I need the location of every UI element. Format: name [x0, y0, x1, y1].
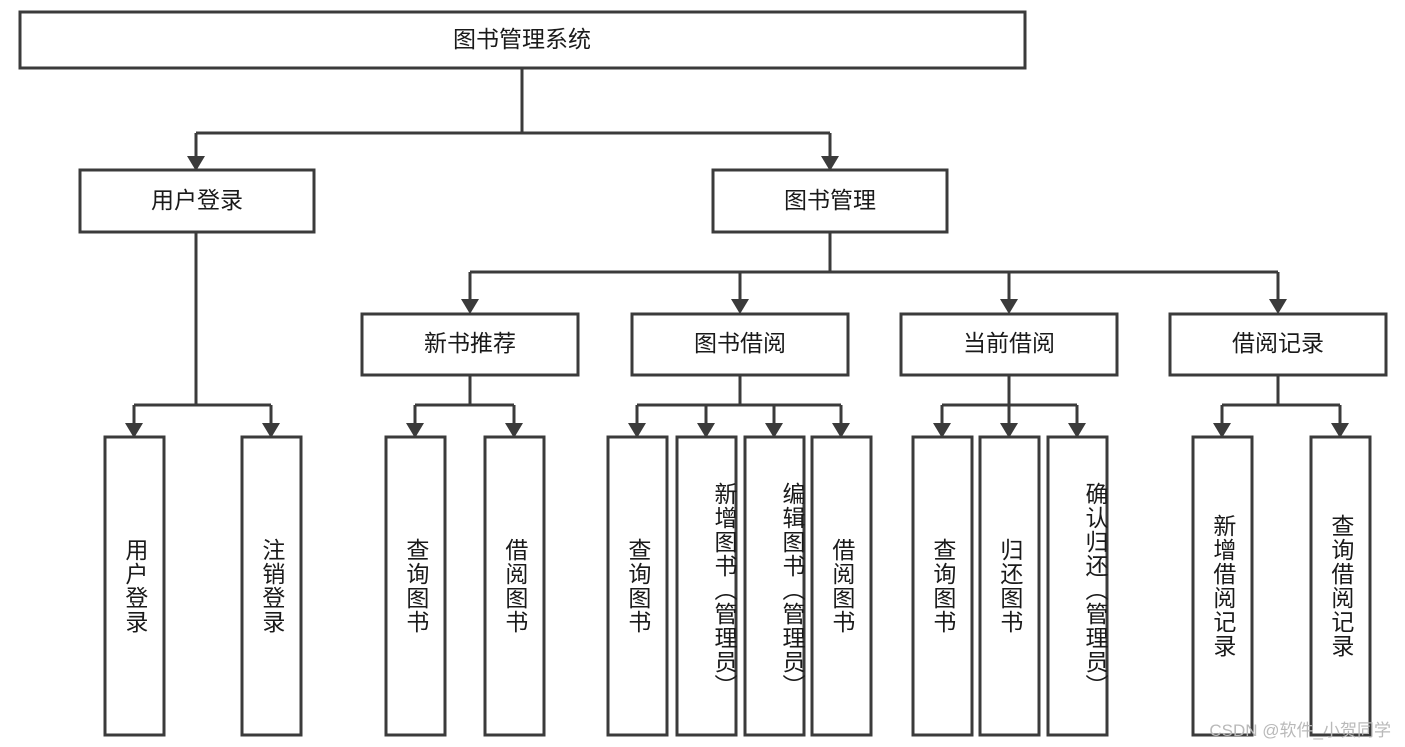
connector-borrowrecord-to-leaves	[1213, 375, 1349, 438]
node-leaf-add-record[interactable]	[1191, 435, 1254, 737]
node-leaf-borrow-book-2[interactable]	[810, 435, 873, 737]
connector-bookmgmt-to-level2	[461, 232, 1287, 314]
node-leaf-query-book-2[interactable]	[606, 435, 669, 737]
connector-currentborrow-to-leaves	[933, 375, 1086, 438]
node-leaf-return-book[interactable]	[978, 435, 1041, 737]
node-root[interactable]: 图书管理系统	[18, 10, 1027, 70]
node-root-label: 图书管理系统	[453, 26, 591, 52]
connector-root-to-level1	[187, 68, 839, 171]
node-current-borrow[interactable]: 当前借阅	[899, 312, 1119, 377]
node-leaf-query-book-3[interactable]	[911, 435, 974, 737]
node-borrow-record-label: 借阅记录	[1232, 330, 1324, 356]
node-book-borrow-label: 图书借阅	[694, 330, 786, 356]
node-leaf-user-logout[interactable]	[240, 435, 303, 737]
node-book-borrow[interactable]: 图书借阅	[630, 312, 850, 377]
node-leaf-add-book[interactable]	[675, 435, 738, 737]
connector-newbook-to-leaves	[406, 375, 523, 438]
connector-userlogin-to-leaves	[125, 232, 280, 438]
node-book-management[interactable]: 图书管理	[711, 168, 949, 234]
node-leaf-query-record[interactable]	[1309, 435, 1372, 737]
node-leaf-borrow-book-1[interactable]	[483, 435, 546, 737]
node-user-login[interactable]: 用户登录	[78, 168, 316, 234]
node-leaf-query-book-1[interactable]	[384, 435, 447, 737]
node-current-borrow-label: 当前借阅	[963, 330, 1055, 356]
node-user-login-label: 用户登录	[151, 187, 243, 213]
node-book-management-label: 图书管理	[784, 187, 876, 213]
node-leaf-edit-book[interactable]	[743, 435, 806, 737]
node-leaf-user-login[interactable]	[103, 435, 166, 737]
node-borrow-record[interactable]: 借阅记录	[1168, 312, 1388, 377]
node-leaf-confirm-return[interactable]	[1046, 435, 1109, 737]
connector-bookborrow-to-leaves	[628, 375, 850, 438]
node-new-book-recommend-label: 新书推荐	[424, 330, 516, 356]
node-new-book-recommend[interactable]: 新书推荐	[360, 312, 580, 377]
